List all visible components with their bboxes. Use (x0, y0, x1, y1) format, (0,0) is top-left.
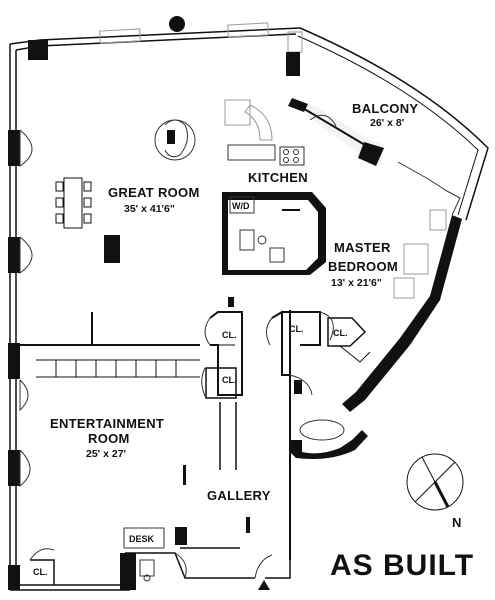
entrance-arrow (258, 580, 270, 590)
master-bedroom-label-1: MASTER (334, 240, 391, 255)
balcony-dims: 26' x 8' (370, 117, 404, 129)
kitchen-counters (224, 99, 305, 166)
dining-table (55, 177, 92, 229)
closet-label: CL. (33, 567, 48, 577)
closet-label: CL. (222, 375, 237, 385)
windows (99, 22, 303, 53)
service-core (222, 192, 326, 275)
master-bedroom-dims: 13' x 21'6" (331, 277, 382, 289)
great-room-label: GREAT ROOM (108, 185, 200, 200)
entertainment-room-label-1: ENTERTAINMENT (50, 416, 164, 431)
structural-columns (8, 40, 302, 590)
as-built-stamp: AS BUILT (330, 549, 474, 582)
interior-walls (16, 310, 371, 585)
kitchen-label: KITCHEN (248, 170, 308, 185)
gallery-label: GALLERY (207, 488, 271, 503)
closet-label: CL. (222, 330, 237, 340)
great-room-dims: 35' x 41'6" (124, 203, 175, 215)
balcony-railing (288, 98, 461, 216)
closet-label: CL. (333, 328, 348, 338)
balcony-label: BALCONY (352, 101, 418, 116)
entertainment-room-dims: 25' x 27' (86, 448, 126, 460)
closet-label: CL. (289, 324, 304, 334)
master-bedroom-label-2: BEDROOM (328, 259, 398, 274)
desk-label: DESK (129, 534, 155, 544)
door-swings (19, 114, 337, 579)
compass-north-label: N (452, 515, 462, 530)
bedroom-east-wall (290, 209, 462, 459)
entertainment-room-label-2: ROOM (88, 431, 130, 446)
spiral-stair (154, 16, 196, 161)
washer-dryer-label: W/D (232, 201, 250, 211)
compass-icon (406, 453, 464, 511)
